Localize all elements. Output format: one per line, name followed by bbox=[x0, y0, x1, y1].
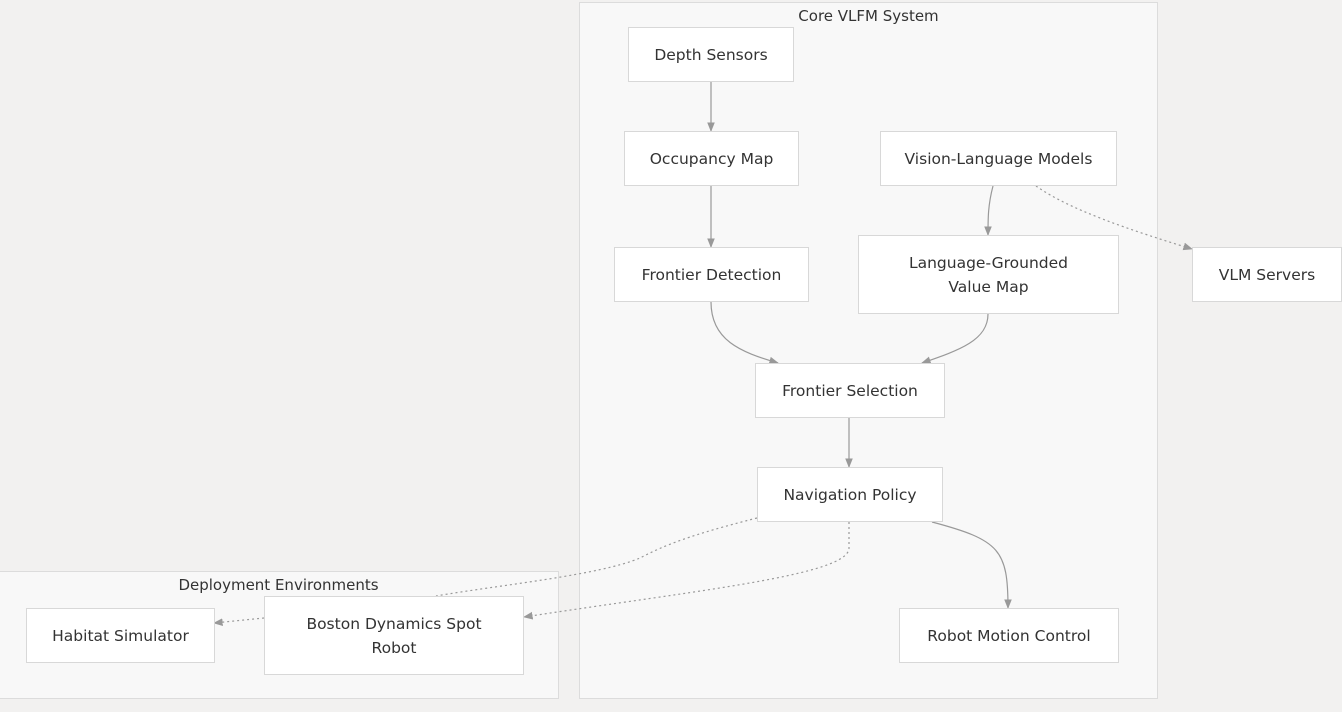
node-language-grounded-value-map[interactable]: Language-Grounded Value Map bbox=[858, 235, 1119, 314]
node-habitat-simulator[interactable]: Habitat Simulator bbox=[26, 608, 215, 663]
node-vision-language-models[interactable]: Vision-Language Models bbox=[880, 131, 1117, 186]
cluster-title-core: Core VLFM System bbox=[798, 7, 939, 25]
node-robot-motion-control[interactable]: Robot Motion Control bbox=[899, 608, 1119, 663]
cluster-core-vlfm-system: Core VLFM System bbox=[579, 2, 1158, 699]
node-frontier-selection[interactable]: Frontier Selection bbox=[755, 363, 945, 418]
node-frontier-detection[interactable]: Frontier Detection bbox=[614, 247, 809, 302]
node-vlm-servers[interactable]: VLM Servers bbox=[1192, 247, 1342, 302]
node-boston-dynamics-spot-robot[interactable]: Boston Dynamics Spot Robot bbox=[264, 596, 524, 675]
node-depth-sensors[interactable]: Depth Sensors bbox=[628, 27, 794, 82]
cluster-title-deployment: Deployment Environments bbox=[178, 576, 379, 594]
node-occupancy-map[interactable]: Occupancy Map bbox=[624, 131, 799, 186]
node-navigation-policy[interactable]: Navigation Policy bbox=[757, 467, 943, 522]
